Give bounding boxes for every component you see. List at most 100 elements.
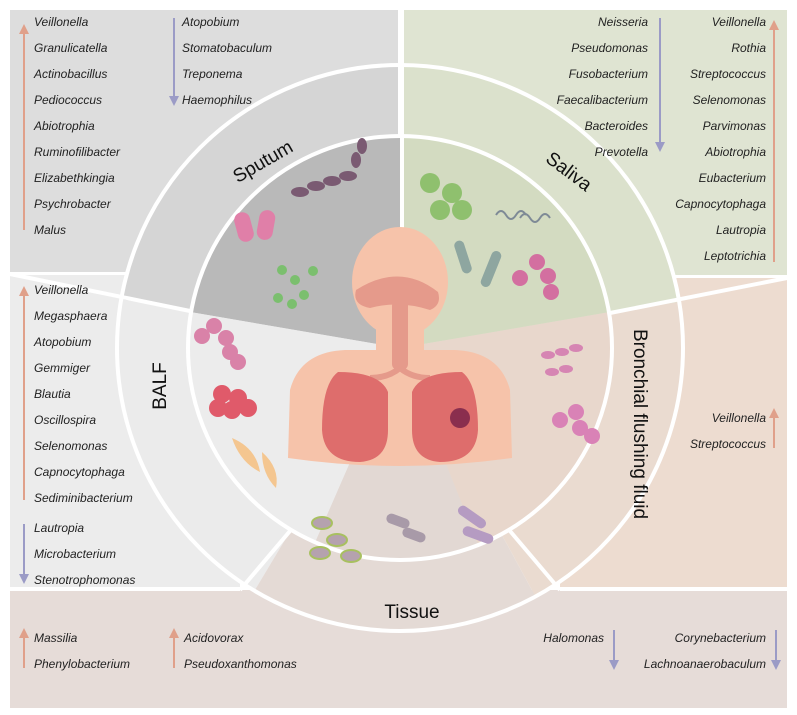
list-item: Capnocytophaga [675,197,766,211]
list-item: Stomatobaculum [182,41,272,55]
list-item: Faecalibacterium [557,93,648,107]
tissue-up-list-mid: Acidovorax Pseudoxanthomonas [183,631,297,671]
list-item: Parvimonas [703,119,766,133]
list-item: Blautia [34,387,71,401]
list-item: Atopobium [181,15,239,29]
ring-dividers [9,10,788,633]
cocci-cluster-icon [209,385,257,419]
lung-tumor-icon [450,408,470,428]
list-item: Ruminofilibacter [34,145,121,159]
cocci-cluster-icon [273,265,318,309]
saliva-down-arrowhead [655,142,665,152]
list-item: Veillonella [34,283,89,297]
list-item: Granulicatella [34,41,108,55]
sputum-up-arrowhead [19,24,29,34]
bacteria-rods-icon [457,505,494,544]
list-item: Streptococcus [690,437,766,451]
list-item: Eubacterium [699,171,766,185]
tissue-title: Tissue [384,602,439,623]
sputum-microbes [234,138,367,309]
list-item: Abiotrophia [33,119,95,133]
balf-up-arrowhead [19,286,29,296]
list-item: Acidovorax [183,631,244,645]
list-item: Veillonella [712,15,767,29]
list-item: Veillonella [34,15,89,29]
list-item: Fusobacterium [569,67,648,81]
list-item: Prevotella [595,145,649,159]
list-item: Psychrobacter [34,197,112,211]
list-item: Gemmiger [34,361,91,375]
right-lung [412,372,478,462]
left-lung [322,372,388,462]
tissue-down-list-mid: Halomonas [543,631,604,645]
balf-down-list: Lautropia Microbacterium Stenotrophomona… [34,521,135,587]
sputum-down-list: Atopobium Stomatobaculum Treponema Haemo… [181,15,272,107]
bacteria-rods-icon [386,513,426,543]
saliva-up-arrowhead [769,20,779,30]
chain-bacteria-icon [291,138,367,197]
balf-title: BALF [150,362,171,410]
list-item: Actinobacillus [33,67,107,81]
list-item: Veillonella [712,411,767,425]
list-item: Lautropia [34,521,84,535]
tissue-microbes [309,505,494,563]
list-item: Neisseria [598,15,648,29]
list-item: Streptococcus [690,67,766,81]
saliva-microbes [420,173,559,300]
trachea [392,300,408,370]
balf-down-arrowhead [19,574,29,584]
list-item: Leptotrichia [704,249,766,263]
bronchial-up-arrowhead [769,408,779,418]
list-item: Haemophilus [182,93,252,107]
saliva-down-list: Neisseria Pseudomonas Fusobacterium Faec… [557,15,649,159]
list-item: Sediminibacterium [34,491,133,505]
list-item: Pseudoxanthomonas [184,657,297,671]
list-item: Malus [34,223,66,237]
cocci-cluster-icon [512,254,559,300]
list-item: Pseudomonas [571,41,648,55]
balf-up-list: Veillonella Megasphaera Atopobium Gemmig… [33,283,133,505]
list-item: Elizabethkingia [34,171,115,185]
tissue-up-arrowhead-left [19,628,29,638]
balf-microbes [194,318,277,488]
list-item: Phenylobacterium [34,657,130,671]
list-item: Stenotrophomonas [34,573,135,587]
sputum-down-arrowhead [169,96,179,106]
list-item: Halomonas [543,631,604,645]
list-item: Pediococcus [34,93,102,107]
list-item: Massilia [34,631,78,645]
list-item: Atopobium [33,335,91,349]
bacteria-rods-icon [309,516,362,563]
list-item: Rothia [731,41,766,55]
bacteria-rods-icon [234,210,276,242]
tissue-down-arrowhead-right [771,660,781,670]
bronchial-microbes [541,344,600,444]
bronchial-title: Bronchial flushing fluid [629,329,650,519]
list-item: Selenomonas [693,93,766,107]
cocci-cluster-icon [552,404,600,444]
bacteria-rods-icon [454,240,502,287]
spirochete-icon [495,210,527,220]
list-item: Corynebacterium [675,631,766,645]
airway [355,276,439,310]
list-item: Treponema [182,67,243,81]
list-item: Oscillospira [34,413,96,427]
bacteria-rods-icon [232,438,277,488]
list-item: Selenomonas [34,439,107,453]
list-item: Capnocytophaga [34,465,125,479]
spirochete-icon [519,213,551,223]
tissue-down-list-right: Corynebacterium Lachnoanaerobaculum [644,631,766,671]
list-item: Abiotrophia [704,145,766,159]
sputum-up-list: Veillonella Granulicatella Actinobacillu… [33,15,121,237]
bronchial-up-list: Veillonella Streptococcus [690,411,766,451]
chain-bacteria-icon [541,344,583,376]
list-item: Bacteroides [585,119,648,133]
list-item: Microbacterium [34,547,116,561]
list-item: Lachnoanaerobaculum [644,657,766,671]
cocci-cluster-icon [194,318,246,370]
tissue-up-list-left: Massilia Phenylobacterium [34,631,130,671]
saliva-up-list: Veillonella Rothia Streptococcus Selenom… [675,15,766,263]
trend-arrows [19,18,781,670]
tissue-up-arrowhead-mid [169,628,179,638]
